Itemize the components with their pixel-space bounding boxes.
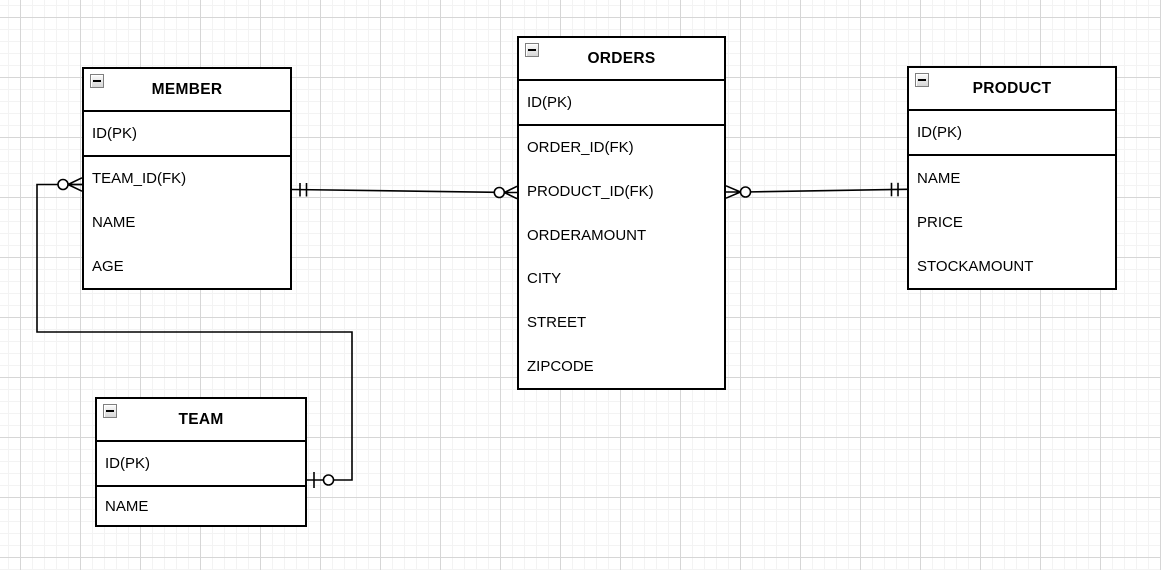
attribute-label: ORDER_ID(FK) xyxy=(527,139,634,157)
minus-glyph xyxy=(528,49,536,51)
attribute-row[interactable]: STOCKAMOUNT xyxy=(909,244,1115,288)
connector-orders-product[interactable] xyxy=(725,182,908,199)
entity-table-product[interactable]: PRODUCT ID(PK) NAME PRICE STOCKAMOUNT xyxy=(907,66,1117,290)
attribute-row[interactable]: CITY xyxy=(519,257,724,301)
attribute-row[interactable]: PRICE xyxy=(909,200,1115,244)
entity-table-team[interactable]: TEAM ID(PK) NAME xyxy=(95,397,307,527)
attribute-row[interactable]: NAME xyxy=(909,156,1115,200)
crow-foot-many xyxy=(503,185,518,200)
attribute-label: PRODUCT_ID(FK) xyxy=(527,183,654,200)
cardinality-zero-circle xyxy=(493,186,506,199)
entity-table-member[interactable]: MEMBER ID(PK) TEAM_ID(FK) NAME AGE xyxy=(82,67,292,290)
attribute-list: NAME PRICE STOCKAMOUNT xyxy=(909,156,1115,288)
entity-table-orders[interactable]: ORDERS ID(PK) ORDER_ID(FK) PRODUCT_ID(FK)… xyxy=(517,36,726,390)
entity-header[interactable]: MEMBER xyxy=(84,69,290,112)
attribute-label: NAME xyxy=(105,497,149,515)
attribute-row[interactable]: AGE xyxy=(84,244,290,288)
attribute-label: ZIPCODE xyxy=(527,357,594,375)
attribute-label: CITY xyxy=(527,270,562,288)
attribute-list: ORDER_ID(FK) PRODUCT_ID(FK) ORDERAMOUNT CIT… xyxy=(519,126,724,388)
attribute-row[interactable]: NAME xyxy=(84,201,290,245)
crow-foot-many xyxy=(725,185,741,199)
attribute-row[interactable]: NAME xyxy=(97,487,305,525)
pk-attribute-label: ID(PK) xyxy=(92,125,137,142)
collapse-icon[interactable] xyxy=(103,404,117,418)
cardinality-zero-circle xyxy=(57,178,69,191)
minus-glyph xyxy=(93,80,101,82)
entity-title: TEAM xyxy=(178,410,224,428)
collapse-icon[interactable] xyxy=(915,73,929,87)
attribute-list: NAME xyxy=(97,487,305,525)
attribute-label: AGE xyxy=(92,257,124,275)
attribute-label: NAME xyxy=(92,214,136,231)
attribute-label: STOCKAMOUNT xyxy=(917,257,1034,275)
pk-attribute-row[interactable]: ID(PK) xyxy=(519,81,724,126)
minus-glyph xyxy=(106,410,114,412)
connector-member-orders[interactable] xyxy=(291,183,518,200)
collapse-icon[interactable] xyxy=(525,43,539,57)
attribute-label: STREET xyxy=(527,314,587,332)
attribute-label: PRICE xyxy=(917,213,963,231)
pk-attribute-row[interactable]: ID(PK) xyxy=(84,112,290,157)
attribute-label: ORDERAMOUNT xyxy=(527,226,647,244)
collapse-icon[interactable] xyxy=(90,74,104,88)
entity-title: PRODUCT xyxy=(972,79,1052,97)
connector-team-member[interactable] xyxy=(36,177,353,488)
entity-header[interactable]: TEAM xyxy=(97,399,305,442)
cardinality-zero-circle xyxy=(739,186,752,198)
entity-title: MEMBER xyxy=(151,80,223,98)
pk-attribute-row[interactable]: ID(PK) xyxy=(909,111,1115,156)
pk-attribute-label: ID(PK) xyxy=(917,124,962,141)
pk-attribute-row[interactable]: ID(PK) xyxy=(97,442,305,487)
minus-glyph xyxy=(918,79,926,81)
attribute-label: NAME xyxy=(917,169,961,187)
attribute-row[interactable]: STREET xyxy=(519,301,724,345)
attribute-row[interactable]: ORDER_ID(FK) xyxy=(519,126,724,170)
pk-attribute-label: ID(PK) xyxy=(527,94,572,111)
connector-line[interactable] xyxy=(744,188,908,193)
entity-title: ORDERS xyxy=(587,49,656,67)
entity-header[interactable]: PRODUCT xyxy=(909,68,1115,111)
attribute-row[interactable]: ORDERAMOUNT xyxy=(519,213,724,257)
connector-line[interactable] xyxy=(36,183,353,481)
pk-attribute-label: ID(PK) xyxy=(105,455,150,472)
attribute-row[interactable]: TEAM_ID(FK) xyxy=(84,157,290,201)
attribute-list: TEAM_ID(FK) NAME AGE xyxy=(84,157,290,288)
attribute-row[interactable]: ZIPCODE xyxy=(519,344,724,388)
attribute-row[interactable]: PRODUCT_ID(FK) xyxy=(519,170,724,214)
crow-foot-many xyxy=(67,177,83,192)
attribute-label: TEAM_ID(FK) xyxy=(92,170,187,188)
entity-header[interactable]: ORDERS xyxy=(519,38,724,81)
connector-line[interactable] xyxy=(291,188,506,194)
cardinality-zero-circle xyxy=(322,474,335,486)
